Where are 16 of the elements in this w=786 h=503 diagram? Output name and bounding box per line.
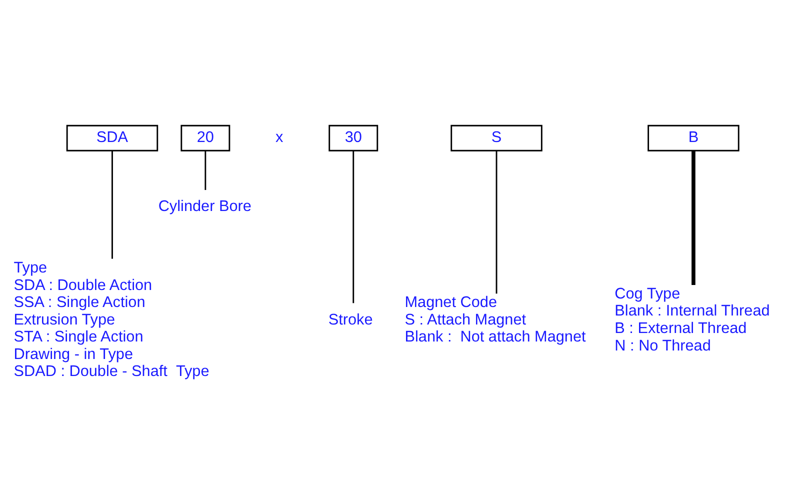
- node-text: Stroke: [328, 311, 373, 328]
- connector: [692, 150, 696, 285]
- connector: [112, 150, 113, 259]
- node-box: 20: [180, 124, 230, 152]
- node-text: Cog Type Blank : Internal Thread B : External Thread N : No Thread: [614, 285, 770, 354]
- node-box: SDA: [66, 124, 158, 152]
- label: x: [276, 128, 284, 146]
- node-box: S: [450, 124, 542, 152]
- node-text: Type SDA : Double Action SSA : Single Action Extrusion Type STA : Single Action Drawing - in Type SDAD : Double - Shaft Type: [14, 259, 210, 380]
- connector: [204, 150, 206, 190]
- node-box: 30: [328, 124, 378, 152]
- node-box: B: [648, 124, 740, 152]
- node-text: Cylinder Bore: [158, 198, 252, 215]
- connector: [496, 150, 498, 294]
- node-text: Magnet Code S : Attach Magnet Blank : Not attach Magnet: [404, 294, 586, 346]
- connector: [352, 150, 354, 304]
